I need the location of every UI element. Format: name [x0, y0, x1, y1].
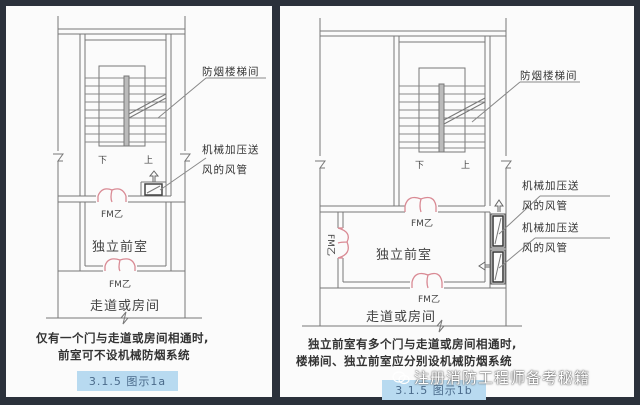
label-duct2-line2: 风的风管	[522, 242, 568, 254]
label-duct1-line2: 风的风管	[522, 200, 568, 212]
door-label-upper: FM乙	[101, 210, 123, 220]
watermark-text: 注册消防工程师备考秘籍	[414, 369, 591, 387]
label-duct2-line1: 机械加压送	[522, 222, 580, 234]
door-label-lower: FM乙	[418, 295, 440, 305]
figure-panel-1a: 防烟楼梯间 机械加压送 风的风管 下 上 FM乙 独立前室 FM乙 走道或房间 …	[6, 6, 272, 397]
wechat-icon	[392, 369, 410, 387]
caption-line1: 仅有一个门与走道或房间相通时,	[36, 331, 209, 345]
label-duct-line2: 风的风管	[202, 164, 248, 176]
door-label-lower: FM乙	[109, 280, 131, 290]
figure-tag: 3.1.5 图示1b	[382, 380, 486, 400]
door-label-left: FM乙	[325, 234, 335, 256]
room-label-anteroom: 独立前室	[92, 240, 149, 255]
caption-line2: 楼梯间、独立前室应分别设机械防烟系统	[296, 354, 512, 368]
stair-down-label: 下	[415, 161, 425, 171]
floor-plan-1a	[46, 16, 266, 325]
figure-tag: 3.1.5 图示1a	[77, 371, 178, 391]
label-duct-line1: 机械加压送	[202, 144, 260, 156]
stair-up-label: 上	[144, 156, 154, 166]
label-duct1-line1: 机械加压送	[522, 180, 580, 192]
room-label-anteroom: 独立前室	[376, 248, 433, 263]
label-smoke-proof-stair: 防烟楼梯间	[520, 70, 578, 82]
caption-line1: 独立前室有多个门与走道或房间相通时,	[308, 337, 517, 351]
stair-up-label: 上	[461, 161, 471, 171]
caption-line2: 前室可不设机械防烟系统	[58, 348, 190, 362]
floor-plan-1b	[302, 18, 610, 333]
watermark: 注册消防工程师备考秘籍	[392, 367, 590, 388]
stair-down-label: 下	[98, 156, 108, 166]
room-label-corridor: 走道或房间	[90, 299, 161, 314]
figure-panel-1b: 防烟楼梯间 机械加压送 风的风管 机械加压送 风的风管 下 上 FM乙 FM乙 …	[280, 6, 634, 400]
door-label-upper: FM乙	[411, 219, 433, 229]
room-label-corridor: 走道或房间	[366, 310, 437, 325]
label-smoke-proof-stair: 防烟楼梯间	[202, 66, 260, 78]
